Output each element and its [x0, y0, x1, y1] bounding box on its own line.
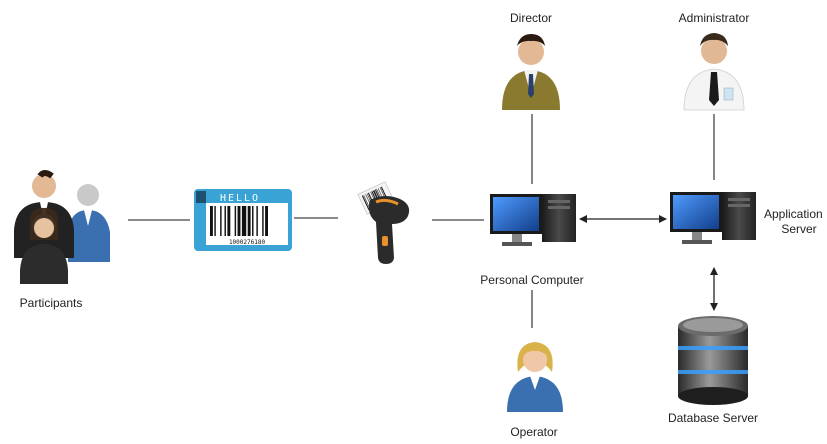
connections [128, 114, 718, 328]
barcode-bar [220, 206, 222, 236]
application-server-label: Application Server [764, 207, 826, 236]
operator-woman-icon [507, 342, 563, 412]
desktop-computer-icon [490, 194, 576, 246]
barcode-bar [237, 206, 241, 236]
database-icon [678, 316, 748, 405]
barcode-bar [210, 206, 213, 236]
barcode-bar [361, 195, 370, 211]
barcode-bar [252, 206, 254, 236]
barcode-bar [224, 206, 226, 236]
personal-computer-label: Personal Computer [480, 273, 583, 287]
people-group-icon [14, 170, 110, 284]
application-server-label-line2: Server [781, 222, 816, 236]
operator-label: Operator [510, 425, 557, 439]
barcode-bar [214, 206, 216, 236]
desktop-computer-icon [670, 192, 756, 244]
participants-label: Participants [20, 296, 83, 310]
barcode-bar [234, 206, 237, 236]
badge-barcode [210, 206, 268, 236]
barcode-scanner-icon [357, 181, 410, 264]
businessman-icon [502, 34, 560, 110]
badge-header: HELLO [220, 193, 260, 204]
barcode-bar [265, 206, 268, 236]
barcode-bar [247, 206, 251, 236]
application-server-label-line1: Application [764, 207, 823, 221]
administrator-label: Administrator [679, 11, 750, 25]
administrator-icon [683, 33, 745, 111]
barcode-bar [256, 206, 258, 236]
barcode-badge-icon: HELLO 1000276180 [194, 189, 292, 251]
director-label: Director [510, 11, 552, 25]
barcode-bar [227, 206, 231, 236]
barcode-bar [262, 206, 264, 236]
badge-number: 1000276180 [229, 239, 266, 246]
database-server-label: Database Server [668, 411, 758, 425]
barcode-bar [363, 194, 371, 210]
barcode-bar [241, 206, 247, 236]
